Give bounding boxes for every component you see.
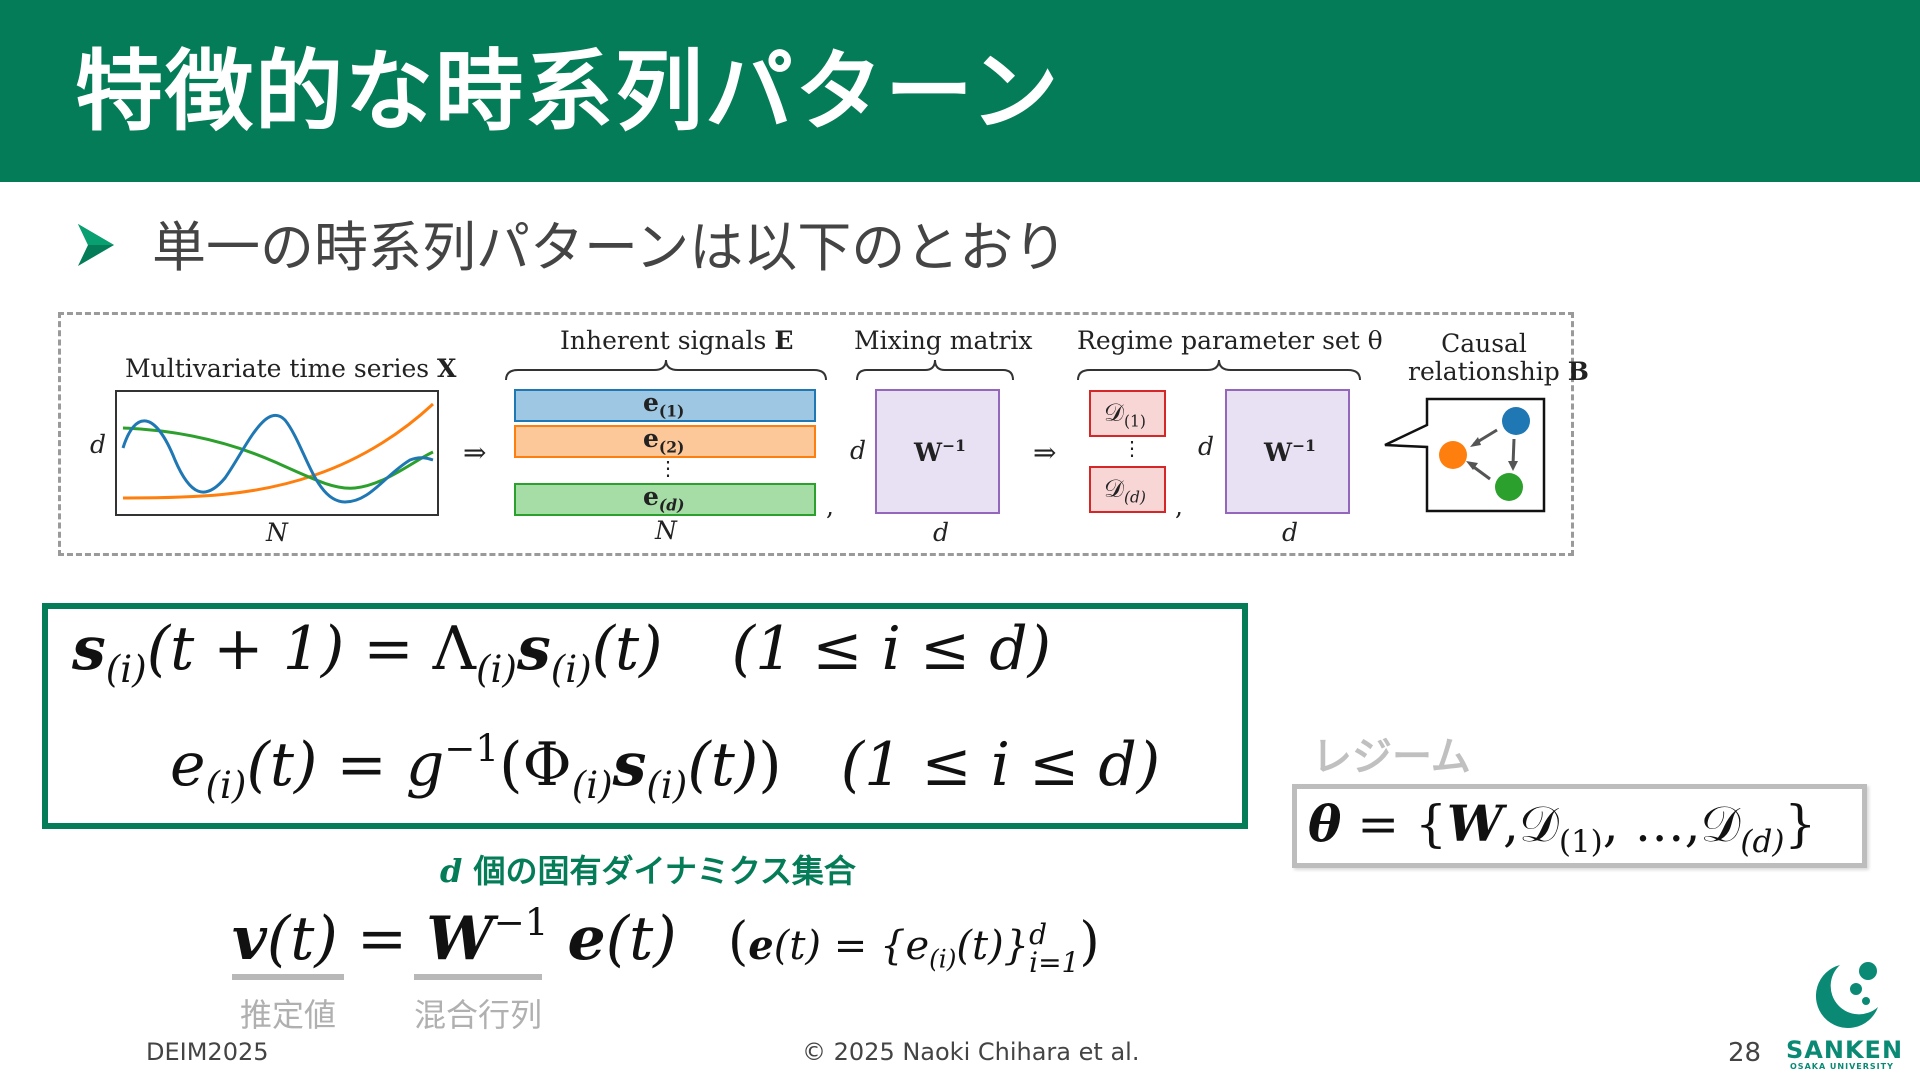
page-number: 28 xyxy=(1728,1038,1762,1068)
mixing-underline xyxy=(414,974,542,980)
inherent-brace xyxy=(504,358,828,388)
bullet-text: 単一の時系列パターンは以下のとおり xyxy=(152,216,1068,279)
logo-subtext: OSAKA UNIVERSITY xyxy=(1790,1062,1894,1071)
dynamics-equation-box xyxy=(42,603,1248,829)
figure-panel xyxy=(58,312,1574,556)
regime-xlabel: d xyxy=(1282,518,1299,547)
regime-equation: θ = {W,𝒟(1), …,𝒟(d)} xyxy=(1308,794,1817,860)
sanken-logo-icon xyxy=(1800,955,1890,1039)
equation-3: v(t) = W−1 e(t) xyxy=(232,900,677,975)
estimate-underline xyxy=(232,974,344,980)
slide-header xyxy=(0,0,1920,182)
series-green-line xyxy=(122,426,434,490)
regime-dd-box xyxy=(1089,466,1166,513)
inherent-signals-title: Inherent signals E xyxy=(560,326,794,355)
causal-graph xyxy=(1382,395,1548,519)
regime-dots: ⋮ xyxy=(1122,436,1142,460)
arrow-implies-2: ⇒ xyxy=(1033,436,1057,469)
regime-w-label: W−1 xyxy=(1264,436,1316,468)
signal-bar-1 xyxy=(514,389,816,422)
multivariate-xlabel: N xyxy=(266,518,288,547)
multivariate-title: Multivariate time series X xyxy=(125,354,457,383)
mixing-matrix-label: W−1 xyxy=(914,436,966,468)
signal-bar-2 xyxy=(514,425,816,458)
mixing-matrix-title: Mixing matrix xyxy=(854,326,1033,355)
footer-copyright: © 2025 Naoki Chihara et al. xyxy=(802,1038,1140,1066)
bullet-arrow-icon xyxy=(76,222,116,272)
equation-1: s(i)(t + 1) = Λ(i)s(i)(t) (1 ≤ i ≤ d) xyxy=(72,614,1052,692)
regime-equation-box xyxy=(1292,784,1867,868)
regime-param-title: Regime parameter set θ xyxy=(1077,326,1383,355)
signal-label-1: e(1) xyxy=(643,388,685,421)
signal-label-2: e(2) xyxy=(643,424,685,457)
multivariate-plot xyxy=(115,390,439,520)
multivariate-ylabel: d xyxy=(90,430,107,459)
mixing-matrix-label-jp: 混合行列 xyxy=(414,996,543,1034)
comma-2: , xyxy=(1175,492,1183,521)
slide-title: 特徴的な時系列パターン xyxy=(75,40,1061,143)
regime-brace xyxy=(1076,358,1362,388)
regime-label: レジーム xyxy=(1312,734,1471,780)
estimate-label: 推定値 xyxy=(240,996,337,1034)
dynamics-caption: d 個の固有ダイナミクス集合 xyxy=(440,852,856,890)
regime-d1-box xyxy=(1089,390,1166,437)
mixing-brace xyxy=(855,358,1015,388)
arrow-implies-1: ⇒ xyxy=(463,436,487,469)
mixing-matrix-box xyxy=(875,389,1000,514)
comma-1: , xyxy=(826,492,834,521)
causal-node-green xyxy=(1495,473,1523,501)
regime-dd-label: 𝒟(d) xyxy=(1104,474,1146,507)
regime-w-box xyxy=(1225,389,1350,514)
causal-node-blue xyxy=(1502,407,1530,435)
footer-conference: DEIM2025 xyxy=(146,1038,269,1066)
logo-text: SANKEN xyxy=(1786,1036,1904,1064)
signal-label-d: e(d) xyxy=(643,482,685,515)
regime-ylabel: d xyxy=(1198,432,1215,461)
mixing-xlabel: d xyxy=(933,518,950,547)
series-blue-line xyxy=(121,413,434,504)
signal-bar-d xyxy=(514,483,816,516)
regime-d1-label: 𝒟(1) xyxy=(1104,398,1146,431)
mixing-ylabel: d xyxy=(850,436,867,465)
signal-dots: ⋮ xyxy=(658,456,678,480)
inherent-xlabel: N xyxy=(655,516,677,545)
causal-node-orange xyxy=(1439,441,1467,469)
equation-2: e(i)(t) = g−1(Φ(i)s(i)(t)) (1 ≤ i ≤ d) xyxy=(170,726,1161,808)
